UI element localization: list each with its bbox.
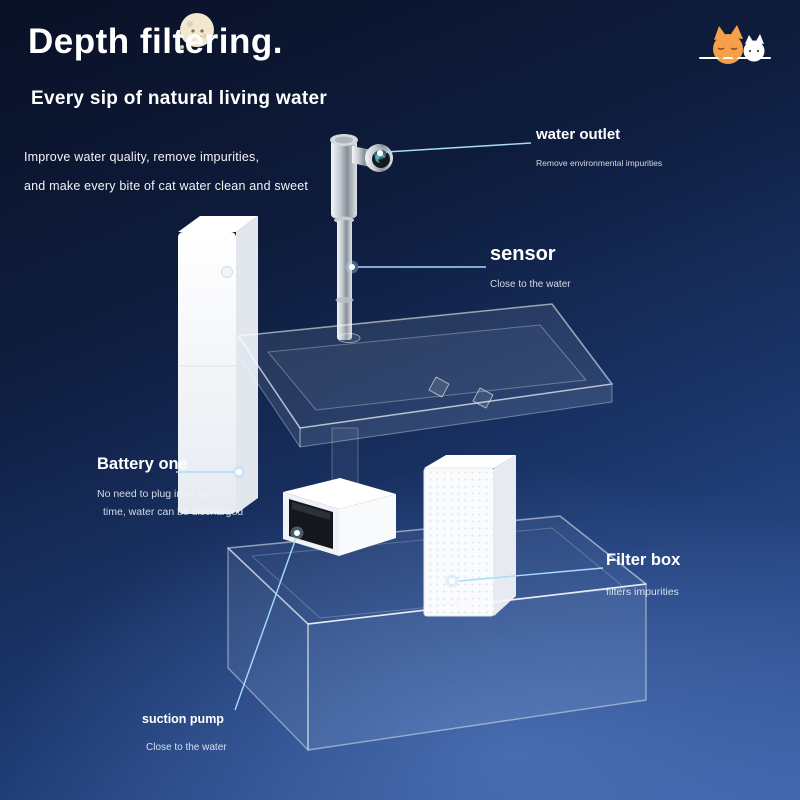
description-line-1: Improve water quality, remove impurities… bbox=[24, 150, 260, 164]
description-line-2: and make every bite of cat water clean a… bbox=[24, 179, 309, 193]
callout-sensor: sensor Close to the water bbox=[490, 243, 571, 290]
water-outlet-note: Remove environmental impurities bbox=[536, 158, 663, 168]
callout-suction-pump: suction pump Close to the water bbox=[142, 712, 227, 753]
tank-front-rim bbox=[307, 583, 647, 625]
callout-water-outlet: water outlet Remove environmental impuri… bbox=[536, 126, 662, 168]
faucet bbox=[330, 134, 393, 224]
page-subtitle: Every sip of natural living water bbox=[31, 88, 328, 109]
callout-lines bbox=[176, 142, 604, 711]
suction-pump bbox=[283, 478, 396, 556]
callout-battery: Battery one No need to plug in at any ti… bbox=[97, 455, 243, 518]
peeking-cats-icon bbox=[699, 25, 771, 64]
drip-tray bbox=[237, 303, 613, 491]
filter-box-note: filters impurities bbox=[606, 586, 679, 598]
sensor-stem bbox=[335, 220, 354, 340]
suction-pump-note: Close to the water bbox=[146, 742, 227, 753]
suction-pump-label: suction pump bbox=[142, 712, 224, 726]
sensor-label: sensor bbox=[490, 243, 556, 265]
filter-box-label: Filter box bbox=[606, 551, 681, 569]
filter-box bbox=[423, 455, 516, 617]
water-outlet-label: water outlet bbox=[536, 126, 621, 143]
sensor-note: Close to the water bbox=[490, 279, 571, 290]
battery-note-line-2: time, water can be discharged bbox=[103, 506, 244, 518]
battery-note-line-1: No need to plug in at any bbox=[97, 488, 214, 500]
battery-label: Battery one bbox=[97, 455, 188, 473]
callout-dots bbox=[232, 146, 459, 588]
page-title: Depth filtering. bbox=[28, 22, 283, 61]
moon-icon bbox=[180, 13, 214, 49]
battery-tower bbox=[178, 216, 258, 514]
callout-filter-box: Filter box filters impurities bbox=[606, 551, 680, 598]
